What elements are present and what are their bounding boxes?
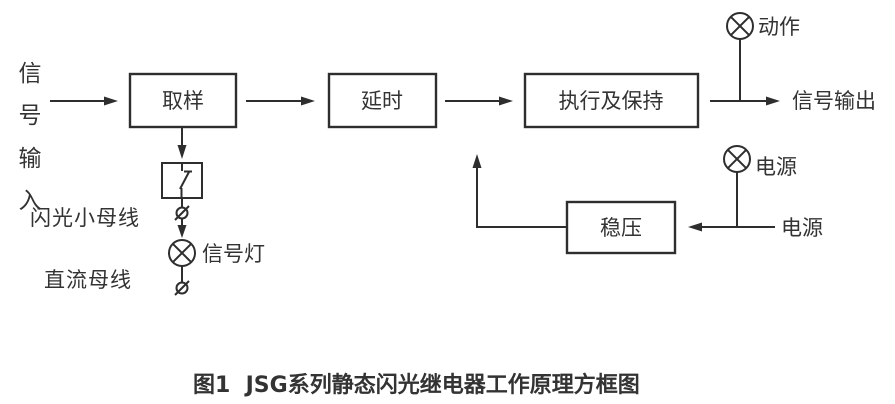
action-lamp-icon (726, 12, 754, 101)
block-regulator: 稳压 (565, 200, 677, 255)
contact-blade (179, 170, 191, 190)
input-label-char: 入 (19, 188, 42, 214)
block-execute-hold: 执行及保持 (523, 72, 700, 129)
input-label-char: 号 (19, 103, 42, 129)
flash-bus-label: 闪光小母线 (30, 206, 140, 230)
arrow-head-icon (177, 145, 187, 159)
block-regulator-label: 稳压 (600, 216, 642, 240)
block-delay-label: 延时 (361, 89, 403, 113)
action-lamp-label: 动作 (758, 15, 800, 39)
signal-lamp-icon (168, 239, 196, 267)
terminal-icon (174, 205, 190, 221)
signal-input-vertical-label: 信 号 输 入 (19, 61, 42, 214)
lamp-cross (172, 243, 192, 263)
signal-lamp-label: 信号灯 (202, 242, 265, 266)
block-execute-hold-label: 执行及保持 (559, 89, 664, 113)
arrow-terminal-to-lamp (177, 219, 187, 238)
power-source-label: 电源 (781, 216, 823, 240)
arrow-input-to-sampling (50, 96, 118, 106)
lamp-cross (730, 16, 750, 36)
arrow-execute-to-output (710, 96, 780, 106)
power-lamp-label: 电源 (755, 155, 797, 179)
arrow-head-icon (766, 96, 780, 106)
signal-output-label: 信号输出 (792, 89, 876, 113)
figure-caption: 图1 JSG系列静态闪光继电器工作原理方框图 (193, 372, 640, 398)
arrow-head-icon (177, 225, 187, 238)
arrow-power-to-regulator (688, 222, 775, 232)
input-label-char: 信 (19, 61, 42, 87)
arrow-regulator-feedback (472, 154, 567, 228)
terminal-slash (174, 280, 190, 296)
arrow-delay-to-execute (445, 96, 513, 106)
arrow-head-icon (499, 96, 513, 106)
block-sampling-label: 取样 (162, 89, 204, 113)
arrow-head-icon (301, 96, 315, 106)
power-lamp-icon (723, 145, 751, 227)
contact-switch-icon (161, 162, 203, 199)
terminal-slash (174, 205, 190, 221)
block-execute-hold-box (523, 72, 700, 129)
arrow-head-icon (104, 96, 118, 106)
arrow-head-icon (472, 154, 482, 168)
arrow-head-icon (688, 222, 702, 232)
arrow-shaft (476, 167, 567, 228)
dc-bus-label: 直流母线 (44, 268, 132, 292)
block-delay: 延时 (327, 72, 438, 129)
input-label-char: 输 (19, 146, 42, 172)
lamp-cross (727, 149, 747, 169)
block-sampling: 取样 (128, 72, 238, 129)
arrow-sampling-to-delay (246, 96, 315, 106)
arrow-sampling-to-contact (177, 127, 187, 159)
block-delay-box (327, 72, 438, 129)
terminal-icon (174, 280, 190, 296)
